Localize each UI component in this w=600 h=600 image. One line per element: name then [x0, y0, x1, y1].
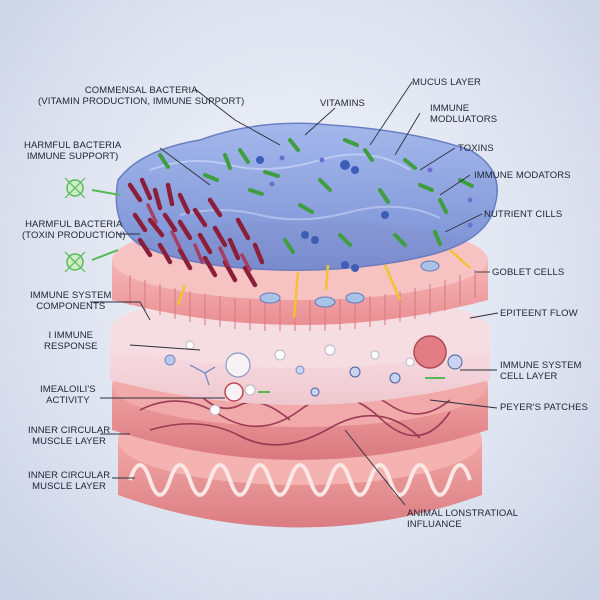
vitamin-dots [269, 155, 473, 228]
pathogen-icons [64, 177, 86, 273]
label-commensal-sub: (VITAMIN PRODUCTION, IMMUNE SUPPORT) [38, 96, 245, 107]
immune-fibers [189, 364, 216, 386]
label-animal-lonstratioal: ANIMAL LONSTRATIOAL INFLUANCE [407, 508, 518, 530]
label-immune-response-2: RESPONSE [44, 341, 98, 352]
label-inner-circular-2: INNER CIRCULAR MUSCLE LAYER [28, 470, 110, 492]
label-vitamins: VITAMINS [320, 98, 365, 109]
label-immune-mod-1: IMMUNE [430, 103, 470, 114]
peyers-patch [224, 335, 447, 402]
green-arrows [91, 189, 445, 393]
label-immune-components-2: COMPONENTS [36, 301, 106, 312]
label-inner-circular-2b: MUSCLE LAYER [32, 481, 107, 492]
label-immune-layer-2: CELL LAYER [500, 371, 558, 382]
immune-modulator-particles [256, 156, 389, 272]
label-animal-1: ANIMAL LONSTRATIOAL [407, 508, 519, 519]
label-immune-modluators: IMMUNE MODLUATORS [430, 103, 497, 125]
label-inner-circular-1: INNER CIRCULAR MUSCLE LAYER [28, 425, 110, 447]
label-commensal-bacteria: COMMENSAL BACTERIA (VITAMIN PRODUCTION, … [38, 85, 244, 107]
label-nutrient-cills: NUTRIENT CILLS [484, 209, 563, 220]
label-inner-circular-2a: INNER CIRCULAR [28, 470, 111, 481]
harmful-bacteria-cluster [127, 177, 265, 288]
label-animal-2: INFLUANCE [407, 519, 462, 530]
label-epiteent-flow: EPITEENT FLOW [500, 308, 578, 319]
label-harmful1-title: HARMFUL BACTERIA [24, 140, 122, 151]
label-immune-system-cell-layer: IMMUNE SYSTEM CELL LAYER [500, 360, 582, 382]
label-immune-response: I IMMUNE RESPONSE [44, 330, 98, 352]
label-harmful-bacteria-1: HARMFUL BACTERIA IMMUNE SUPPORT) [24, 140, 121, 162]
label-mucus-layer: MUCUS LAYER [412, 77, 482, 88]
harmful-bacteria-cluster-2 [146, 203, 252, 272]
label-immune-response-1: I IMMUNE [48, 330, 94, 341]
label-activity-2: ACTIVITY [46, 395, 90, 406]
label-toxins: TOXINS [458, 143, 494, 154]
label-peyers-patches: PEYER'S PATCHES [500, 402, 588, 413]
label-goblet-cells: GOBLET CELLS [492, 267, 565, 278]
label-activity-1: IMEALOILI'S [40, 384, 96, 395]
label-inner-circular-1a: INNER CIRCULAR [28, 425, 111, 436]
label-harmful-bacteria-2: HARMFUL BACTERIA (TOXIN PRODUCTION) [22, 219, 125, 241]
label-harmful2-sub: (TOXIN PRODUCTION) [22, 230, 126, 241]
label-harmful2-title: HARMFUL BACTERIA [25, 219, 123, 230]
label-immune-modators: IMMUNE MODATORS [474, 170, 571, 181]
label-harmful1-sub: IMMUNE SUPPORT) [26, 151, 119, 162]
yellow-flow-arrows [176, 249, 471, 319]
label-immune-mod-2: MODLUATORS [430, 114, 498, 125]
label-immune-components-1: IMMUNE SYSTEM [30, 290, 112, 301]
immune-cells [164, 340, 463, 416]
label-immune-system-components: IMMUNE SYSTEM COMPONENTS [30, 290, 112, 312]
label-inner-circular-1b: MUSCLE LAYER [32, 436, 107, 447]
label-imealoili-activity: IMEALOILI'S ACTIVITY [40, 384, 96, 406]
label-commensal-title: COMMENSAL BACTERIA [84, 85, 198, 96]
leader-lines [90, 81, 499, 506]
commensal-bacteria [158, 138, 474, 254]
mucus-layer [115, 122, 498, 271]
goblet-cells [259, 260, 440, 308]
label-immune-layer-1: IMMUNE SYSTEM [500, 360, 582, 371]
